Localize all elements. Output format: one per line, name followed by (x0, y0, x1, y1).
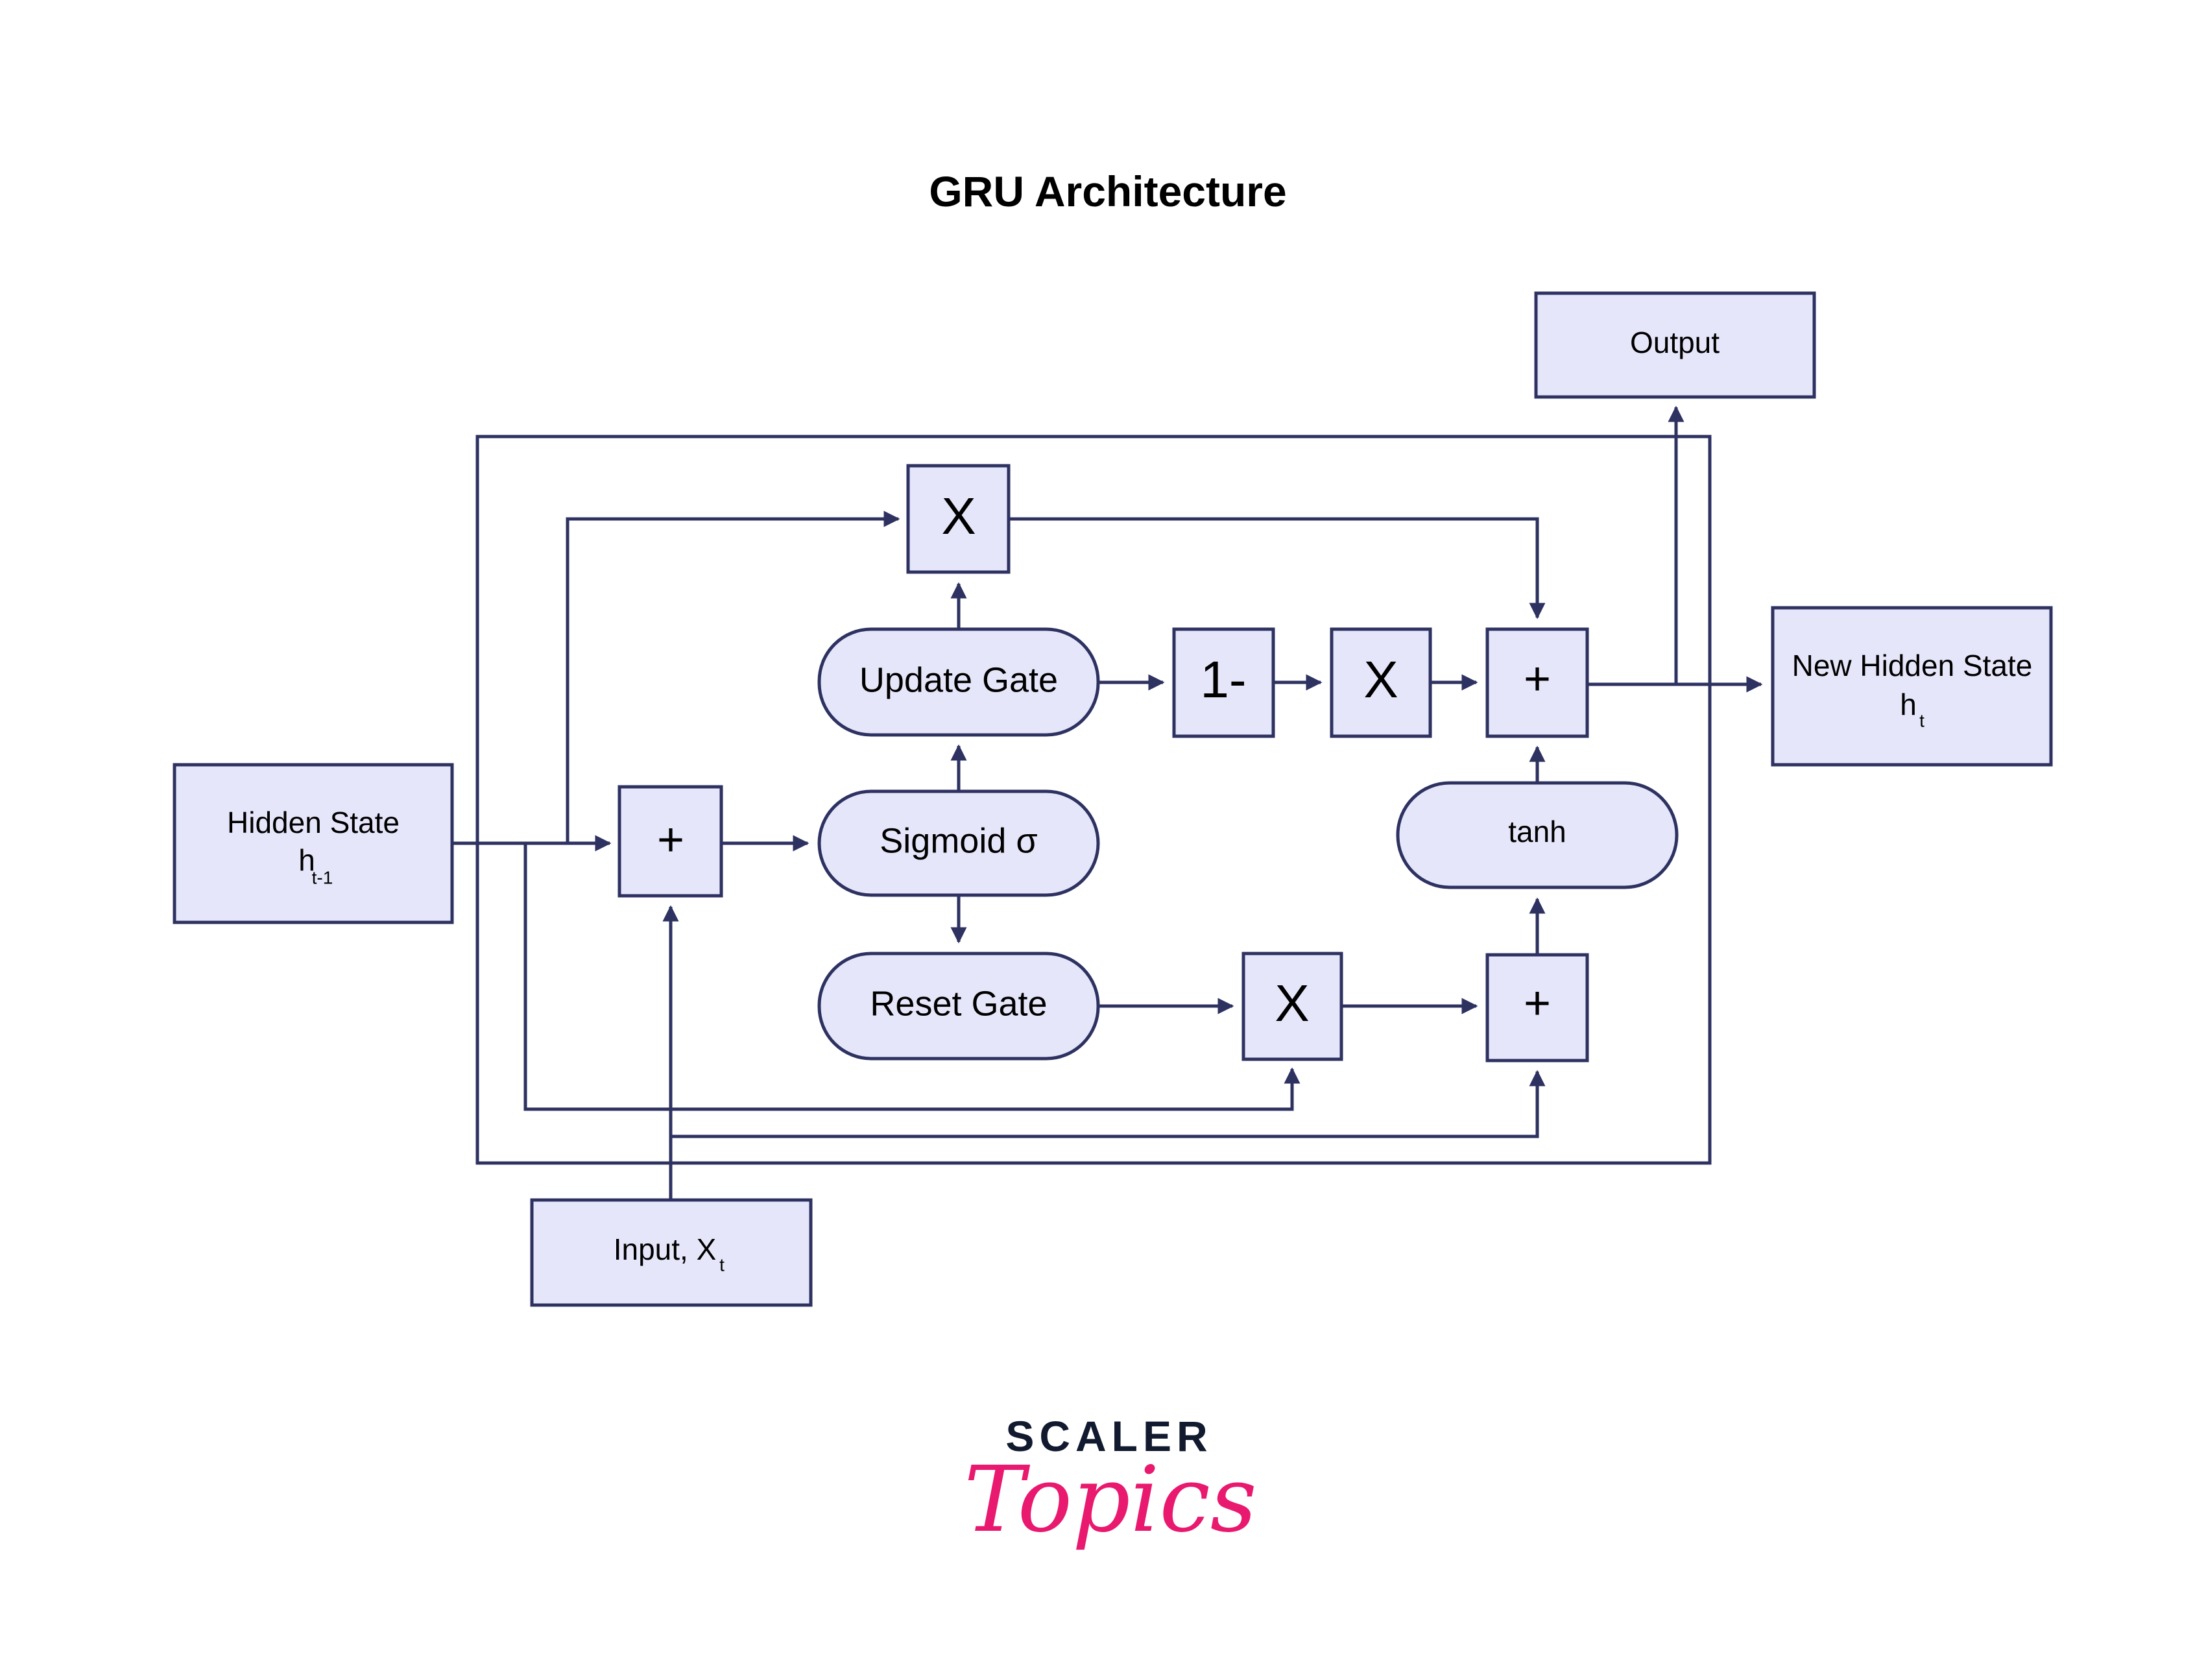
input-label: Input, X (614, 1232, 717, 1266)
plus-bottom-label: + (1524, 978, 1551, 1029)
tanh-label: tanh (1508, 815, 1566, 848)
multiply-reset-label: X (1275, 974, 1309, 1032)
reset-gate-node: Reset Gate (817, 952, 1100, 1061)
plus-input-node: + (617, 785, 723, 898)
multiply-top-label: X (941, 487, 976, 545)
sigmoid-node: Sigmoid σ (817, 789, 1100, 897)
edge-hidden-to-multiply-reset (523, 843, 1301, 1111)
update-gate-node: Update Gate (817, 627, 1100, 737)
multiply-mid-node: X (1330, 627, 1432, 738)
connectors (452, 405, 1763, 1200)
plus-input-label: + (657, 814, 684, 866)
one-minus-label: 1- (1200, 651, 1246, 708)
update-gate-label: Update Gate (859, 660, 1058, 699)
plus-bottom-node: + (1485, 953, 1589, 1062)
diagram-title: GRU Architecture (929, 167, 1286, 215)
plus-top-node: + (1485, 627, 1589, 738)
output-label: Output (1630, 326, 1720, 359)
edge-input-to-plus-bottom (671, 1070, 1546, 1138)
multiply-top-node: X (906, 464, 1011, 574)
gru-cell-frame (475, 435, 1712, 1165)
multiply-mid-label: X (1363, 651, 1398, 708)
logo-topics-text: Topics (964, 1447, 1256, 1553)
input-subscript: t (719, 1254, 725, 1275)
new-hidden-state-node: New Hidden State h t (1771, 606, 2053, 767)
hidden-state-node: Hidden State h t-1 (173, 763, 454, 924)
new-hidden-state-subscript: t (1919, 710, 1924, 730)
multiply-reset-node: X (1241, 952, 1343, 1061)
logo-scaler-text: SCALER (1005, 1412, 1212, 1460)
plus-top-label: + (1524, 653, 1551, 705)
hidden-state-symbol: h (298, 843, 315, 877)
new-hidden-state-symbol: h (1900, 688, 1917, 721)
scaler-topics-logo: SCALER Topics (964, 1412, 1256, 1553)
tanh-node: tanh (1396, 781, 1679, 889)
output-node: Output (1534, 291, 1816, 399)
input-node: Input, X t (530, 1198, 813, 1307)
one-minus-node: 1- (1172, 627, 1275, 738)
reset-gate-label: Reset Gate (870, 984, 1047, 1023)
sigmoid-label: Sigmoid σ (880, 821, 1037, 860)
hidden-state-subscript: t-1 (312, 867, 333, 887)
new-hidden-state-label: New Hidden State (1792, 649, 2033, 682)
hidden-state-label: Hidden State (227, 806, 400, 839)
edge-multiply-top-to-plus-top (1009, 517, 1546, 619)
edge-hidden-to-multiply-top (566, 510, 900, 843)
